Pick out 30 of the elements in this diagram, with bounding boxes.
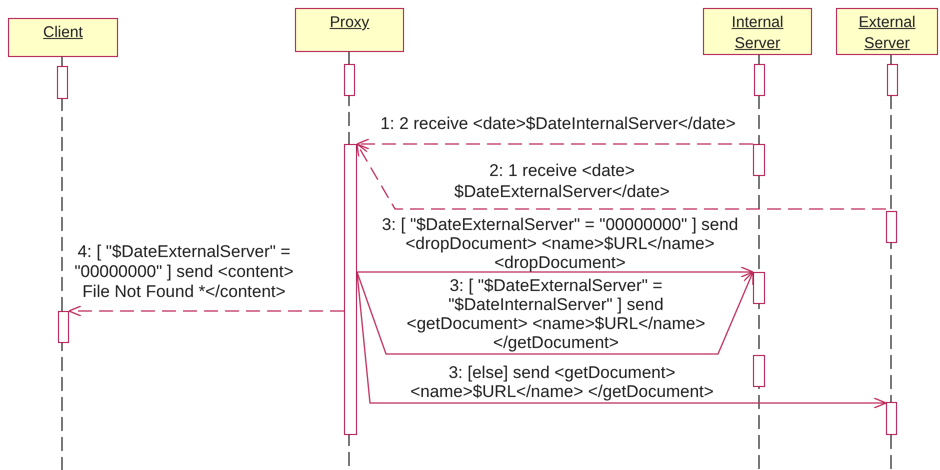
- message-arrow: [357, 266, 754, 278]
- activation-bar: [753, 272, 765, 304]
- lifeline-head-box: [295, 8, 404, 52]
- edge-label: 3: [ "$DateExternalServer" = "$DateInternalServer" ] send <getDocument> <name>$URL</name> </getDocument>: [406, 276, 706, 352]
- activation-bar: [57, 66, 68, 99]
- activation-bar: [754, 64, 765, 96]
- edge-label: 1: 2 receive <date>$DateInternalServer</date>: [379, 113, 737, 134]
- lifeline-head-box: [8, 18, 118, 57]
- edge-label: 4: [ "$DateExternalServer" = "00000000" ] send <content> File Not Found *</content>: [73, 242, 295, 302]
- message-arrow: [356, 271, 754, 355]
- activation-bar: [886, 211, 897, 243]
- edge-label: 2: 1 receive <date> $DateExternalServer</date>: [453, 160, 671, 202]
- activation-bar: [58, 311, 69, 343]
- activation-bar: [344, 64, 355, 96]
- participant-name: External Server: [858, 14, 916, 52]
- lifeline-head-box: [836, 8, 938, 55]
- message-arrow: [356, 138, 753, 150]
- activation-bar: [887, 64, 898, 96]
- activation-bar: [886, 402, 897, 435]
- participant-name: Proxy: [330, 14, 370, 31]
- activation-bar: [753, 144, 765, 176]
- message-arrow: [68, 305, 344, 317]
- lifeline-head-box: [703, 8, 812, 55]
- participant-name: Internal Server: [732, 14, 784, 52]
- activation-bar: [753, 355, 765, 387]
- participant-name: Client: [43, 24, 83, 41]
- edge-label: 3: [ "$DateExternalServer" = "00000000" ] send <dropDocument> <name>$URL</name> <dropDocument>: [380, 215, 740, 272]
- message-arrow: [356, 143, 886, 210]
- activation-bar: [344, 144, 357, 435]
- edge-label: 3: [else] send <getDocument> <name>$URL</name> </getDocument>: [409, 363, 715, 401]
